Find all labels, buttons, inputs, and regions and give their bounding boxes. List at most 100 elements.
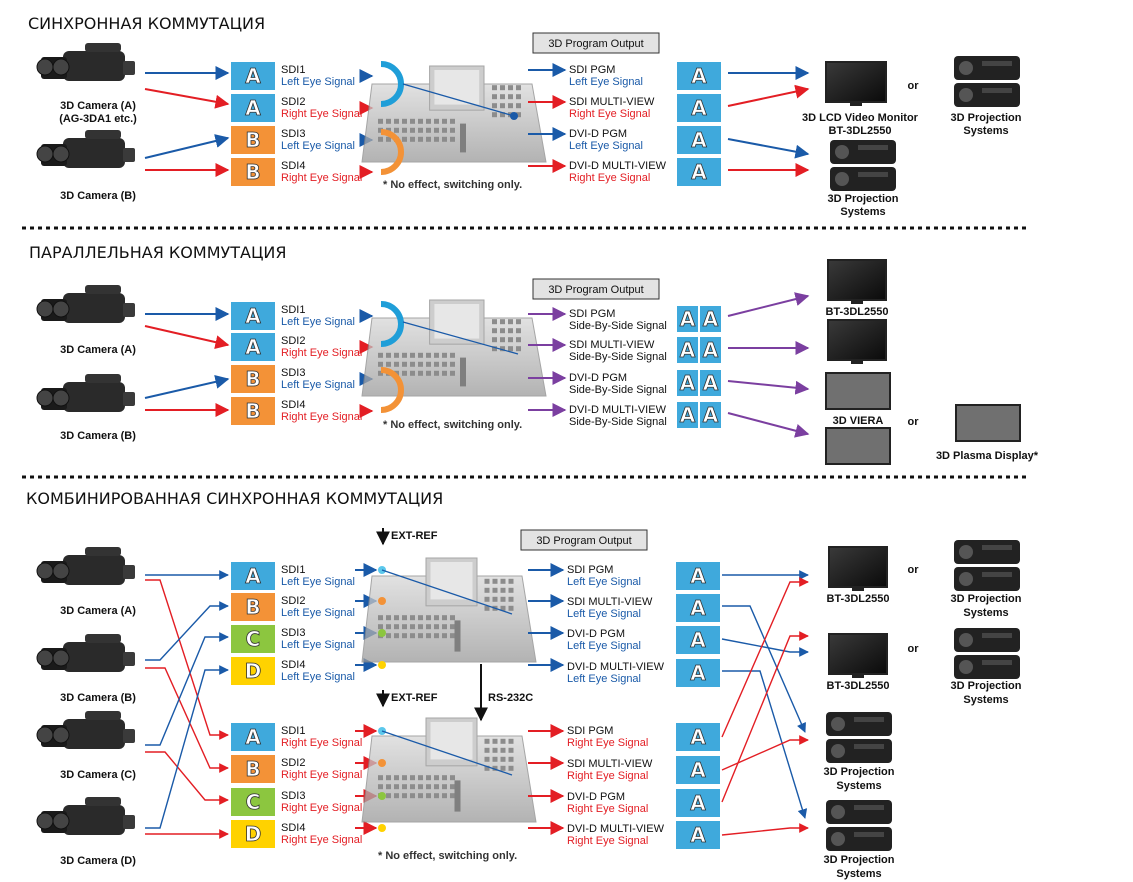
label-right	[700, 370, 721, 396]
input-label: A	[231, 302, 275, 330]
lens-left	[36, 300, 54, 318]
label-bg	[231, 126, 275, 154]
tv-screen	[828, 546, 888, 588]
device-label: Systems	[963, 694, 1008, 706]
panel-screen	[825, 427, 891, 465]
output-arrow	[727, 412, 810, 438]
mixer-button	[492, 319, 497, 325]
input-label: B	[231, 397, 275, 425]
mixer-button	[516, 94, 521, 100]
panel-screen	[955, 404, 1021, 442]
monitor-bt3dl	[828, 546, 888, 591]
mixer-button	[418, 361, 423, 367]
tv-stand	[852, 674, 864, 678]
mixer-button	[394, 784, 399, 790]
label-letter: A	[703, 307, 719, 331]
mixer-button	[378, 624, 383, 630]
output-port: SDI PGM	[567, 564, 613, 576]
mixer-button	[492, 85, 497, 91]
projector-lens	[831, 805, 845, 819]
camera-handle	[85, 797, 121, 806]
camera-handle	[85, 130, 121, 139]
mixer-button	[426, 361, 431, 367]
mixer-button	[492, 103, 497, 109]
mixer-button	[450, 136, 455, 142]
input-dot	[378, 824, 386, 832]
mixer-button	[508, 765, 514, 771]
mixer-button	[386, 615, 391, 621]
mixer-button	[516, 85, 521, 91]
input-dot	[378, 629, 386, 637]
camera-body	[63, 642, 125, 672]
mixer-button	[394, 775, 399, 781]
input-label: A	[231, 723, 275, 751]
label-bg	[231, 625, 275, 653]
lens-right	[52, 58, 70, 76]
input-port: SDI1	[281, 725, 305, 737]
output-label: A	[677, 94, 721, 122]
projector-lens	[959, 61, 973, 75]
label-letter: A	[245, 335, 261, 359]
output-port: SDI PGM	[567, 725, 613, 737]
camera-a	[36, 43, 135, 81]
projector-vent	[982, 61, 1012, 66]
mixer-button	[450, 624, 455, 630]
mixer-button	[418, 633, 423, 639]
mixer-button	[426, 624, 431, 630]
device-label: BT-3DL2550	[827, 593, 890, 605]
mixer-button	[500, 103, 505, 109]
selector-bracket	[380, 129, 404, 175]
output-label: A	[676, 789, 720, 817]
input-signal: Left Eye Signal	[281, 671, 355, 683]
label-bg	[231, 365, 275, 393]
mixer-button	[434, 352, 439, 358]
output-port: DVI-D PGM	[569, 372, 627, 384]
label-bg	[231, 158, 275, 186]
mixer-button	[508, 747, 514, 753]
mixer-button	[378, 775, 383, 781]
input-signal: Left Eye Signal	[281, 576, 355, 588]
projector-vent	[982, 545, 1012, 550]
camera-handle	[85, 634, 121, 643]
output-signal: Left Eye Signal	[569, 76, 643, 88]
label-left	[677, 337, 698, 363]
camera-b	[36, 634, 135, 672]
label-letter: A	[691, 96, 707, 120]
label-bg	[676, 756, 720, 784]
mixer-button	[442, 136, 447, 142]
input-signal: Left Eye Signal	[281, 639, 355, 651]
device-label: 3D Projection	[828, 193, 899, 205]
mixer-button	[434, 361, 439, 367]
label-letter: A	[690, 823, 706, 847]
output-signal: Left Eye Signal	[567, 640, 641, 652]
tv-screen	[827, 259, 887, 301]
lens-right	[52, 300, 70, 318]
camera-label: (AG-3DA1 etc.)	[59, 113, 137, 125]
output-signal: Right Eye Signal	[567, 835, 648, 847]
output-port: DVI-D MULTI-VIEW	[567, 823, 665, 835]
routing-line	[402, 83, 515, 117]
mixer-button	[378, 127, 383, 133]
label-right	[700, 402, 721, 428]
projector-lens	[835, 172, 849, 186]
input-label: B	[231, 158, 275, 186]
output-line	[721, 823, 809, 836]
device-label: 3D Projection	[951, 593, 1022, 605]
mixer-button	[394, 352, 399, 358]
label-letter: A	[690, 628, 706, 652]
projector-vent	[858, 172, 888, 177]
mixer-tbar	[460, 357, 466, 387]
device-label: Systems	[840, 206, 885, 218]
viera-panel	[825, 427, 891, 465]
mixer-button	[450, 127, 455, 133]
camera-body	[63, 555, 125, 585]
camera-b	[36, 130, 135, 168]
mixer-button	[500, 747, 506, 753]
mixer-button	[386, 633, 391, 639]
input-label: A	[231, 62, 275, 90]
video-mixer	[361, 299, 547, 397]
input-label: B	[231, 593, 275, 621]
output-label: A	[677, 62, 721, 90]
lens-left	[36, 145, 54, 163]
